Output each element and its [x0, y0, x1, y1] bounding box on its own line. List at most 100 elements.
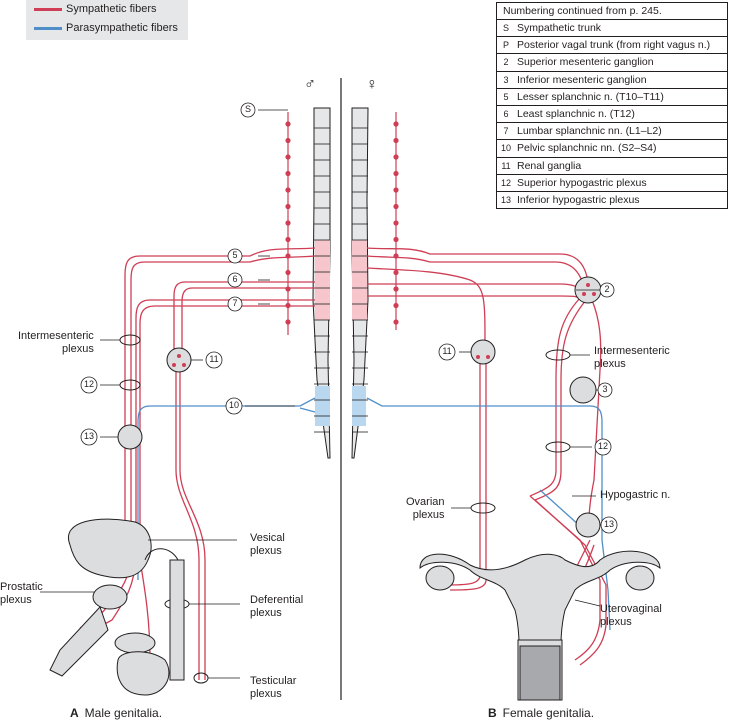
key-row: 2 Superior mesenteric ganglion [497, 54, 727, 72]
inferior-mesenteric-ganglion [569, 376, 597, 404]
female-parasympathetic-fibers [366, 397, 611, 631]
key-row-label: Renal ganglia [517, 159, 582, 172]
vaginal-lumen [519, 645, 561, 701]
key-row-number: 7 [503, 126, 509, 137]
female-symbol: ♀ [366, 76, 378, 93]
intermesenteric-plexus-left [119, 334, 141, 346]
marker-10: 10 [228, 400, 239, 410]
testicular-plexus-ellipse [193, 672, 209, 684]
label-hypogastric: Hypogastric n. [600, 489, 671, 501]
uterus [419, 550, 661, 651]
key-row: 10 Pelvic splanchnic nn. (S2–S4) [497, 140, 727, 158]
key-row-number: 6 [503, 108, 509, 119]
ovarian-plexus-ellipse [470, 502, 496, 514]
marker-2: 2 [604, 284, 610, 294]
ovary-left [425, 565, 455, 591]
renal-ganglion-right [470, 339, 496, 365]
key-row-label: Least splanchnic n. (T12) [517, 107, 635, 120]
marker-12-right: 12 [597, 441, 608, 451]
marker-11-left: 11 [209, 354, 219, 364]
penis [49, 606, 109, 677]
marker-12-left: 12 [83, 379, 94, 389]
key-row-label: Superior hypogastric plexus [517, 176, 647, 189]
key-row-label: Sympathetic trunk [517, 22, 602, 34]
key-row: 12 Superior hypogastric plexus [497, 175, 727, 192]
parasympathetic-swatch [34, 26, 62, 30]
numbering-key-table: Numbering continued from p. 245. S Sympat… [496, 2, 728, 210]
key-row-label: Inferior hypogastric plexus [517, 193, 640, 206]
sympathetic-swatch [34, 7, 62, 11]
inferior-hypogastric-plexus-left [117, 424, 143, 450]
key-row-number: 2 [503, 57, 509, 68]
renal-ganglion-left [166, 347, 192, 373]
spinal-column-right [351, 107, 369, 459]
key-row-number: 12 [500, 177, 511, 188]
key-row-number: 11 [501, 160, 511, 171]
key-row-number: P [502, 40, 509, 51]
superior-hypogastric-plexus-left [119, 379, 141, 391]
caption-a-text: Male genitalia. [84, 706, 163, 720]
bladder [67, 518, 152, 579]
marker-s: S [244, 104, 251, 114]
key-row-label: Superior mesenteric ganglion [517, 56, 654, 69]
key-row: S Sympathetic trunk [497, 20, 727, 38]
spinal-segment-sympathetic-left [315, 240, 330, 320]
legend: Sympathetic fibers Parasympathetic fiber… [26, 0, 188, 40]
marker-13-left: 13 [83, 431, 94, 441]
ovary-right [625, 565, 655, 591]
intermesenteric-plexus-right [545, 349, 571, 361]
key-row: P Posterior vagal trunk (from right vagus… [497, 37, 727, 55]
key-row: 6 Least splanchnic n. (T12) [497, 106, 727, 124]
epididymis-head [114, 632, 156, 654]
male-parasympathetic-fibers [137, 397, 316, 580]
marker-6: 6 [232, 274, 238, 284]
key-title: Numbering continued from p. 245. [497, 3, 727, 20]
key-row-number: 10 [500, 143, 511, 154]
legend-label: Sympathetic fibers [66, 3, 157, 15]
superior-hypogastric-plexus-right [545, 441, 571, 453]
inferior-hypogastric-plexus-right [575, 512, 601, 538]
male-symbol: ♂ [304, 76, 316, 93]
marker-3: 3 [602, 384, 608, 394]
key-row-number: S [502, 23, 509, 33]
key-row-label: Inferior mesenteric ganglion [517, 73, 647, 86]
spinal-segment-parasympathetic-left [315, 386, 330, 426]
legend-label: Parasympathetic fibers [66, 22, 178, 34]
male-organs [49, 518, 185, 696]
key-row-label: Lumbar splanchnic nn. (L1–L2) [517, 125, 662, 138]
key-row-label: Posterior vagal trunk (from right vagus … [517, 39, 711, 52]
female-organs [419, 550, 661, 701]
key-row: 7 Lumbar splanchnic nn. (L1–L2) [497, 123, 727, 141]
caption-a-letter: A [70, 706, 79, 720]
marker-7: 7 [232, 298, 238, 308]
deferent-duct [169, 559, 185, 681]
key-row: 11 Renal ganglia [497, 158, 727, 175]
key-row-label: Pelvic splanchnic nn. (S2–S4) [517, 142, 657, 155]
testis [116, 651, 170, 696]
key-row-number: 3 [503, 74, 509, 85]
number-markers [80, 102, 618, 534]
caption-a: A Male genitalia. [70, 706, 162, 720]
marker-13-right: 13 [603, 519, 614, 529]
prostate [92, 584, 128, 610]
key-row: 3 Inferior mesenteric ganglion [497, 72, 727, 89]
spinal-segment-parasympathetic-right [352, 386, 366, 426]
key-row-label: Lesser splanchnic n. (T10–T11) [517, 90, 664, 103]
female-sympathetic-fibers [366, 247, 607, 666]
marker-11-right: 11 [442, 346, 452, 356]
spinal-segment-sympathetic-right [352, 240, 367, 320]
male-sympathetic-fibers [79, 247, 316, 691]
